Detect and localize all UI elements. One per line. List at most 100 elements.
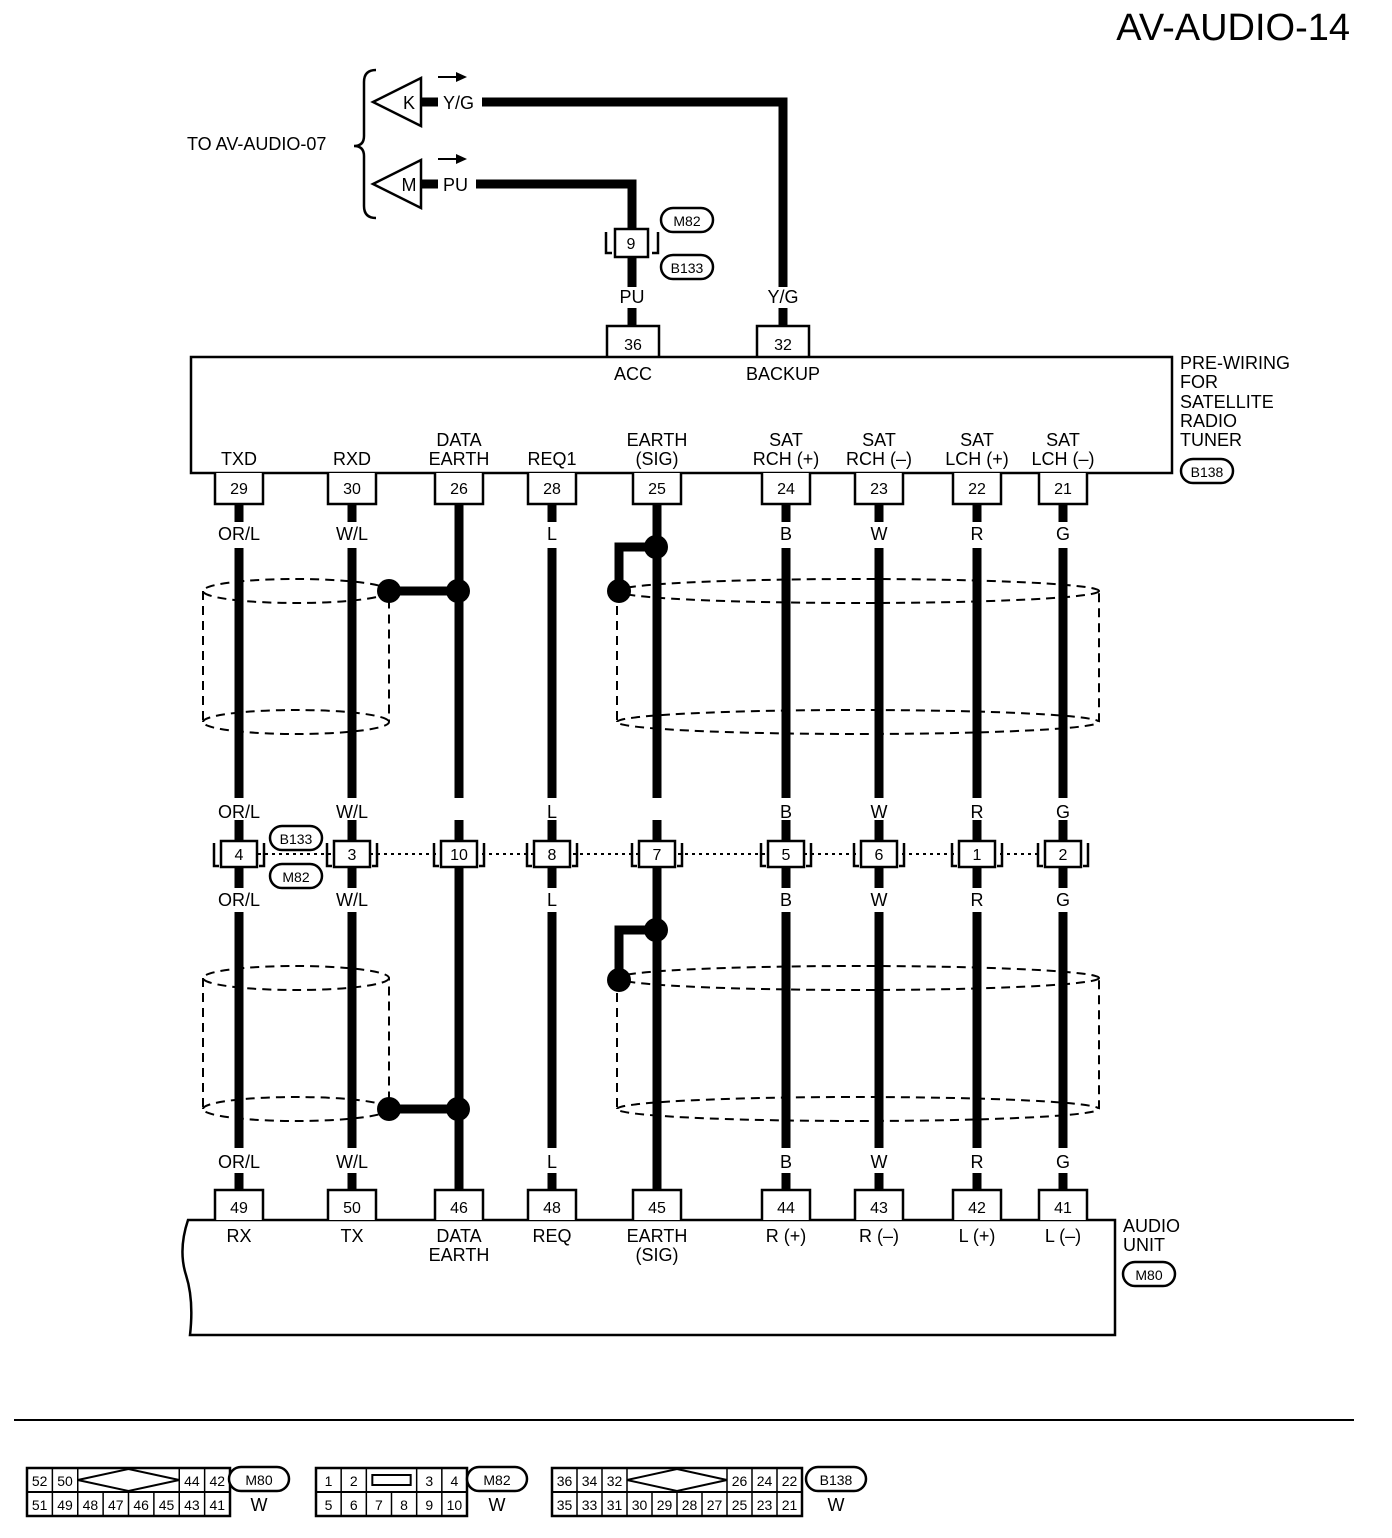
legend-pin: 4 [451, 1473, 459, 1489]
audio-unit-pin: 45 [631, 1188, 683, 1220]
tuner-terminal-name: TXD [221, 449, 257, 469]
tuner-pin: 28 [526, 473, 578, 506]
feed-m-letter: M [402, 175, 417, 195]
wire-color-label: W [871, 890, 888, 910]
svg-text:B138: B138 [1191, 464, 1224, 480]
svg-text:4: 4 [235, 847, 244, 864]
brace [353, 68, 377, 220]
legend-pin: 25 [732, 1497, 748, 1513]
legend-pin: 22 [782, 1473, 798, 1489]
shield-lower-left [202, 965, 390, 1122]
audio-terminal-name: R (+) [766, 1226, 807, 1246]
legend-pin: 49 [57, 1497, 73, 1513]
legend-pin: 29 [657, 1497, 673, 1513]
legend-pin: 48 [83, 1497, 99, 1513]
wire-color-label: W [871, 802, 888, 822]
svg-text:26: 26 [450, 481, 468, 498]
legend-pin: 45 [159, 1497, 175, 1513]
splice-dot [644, 535, 668, 559]
connector-key-icon [626, 1467, 728, 1493]
svg-text:M82: M82 [673, 213, 700, 229]
tuner-terminal-name: SAT [960, 430, 994, 450]
backup-label: BACKUP [746, 364, 820, 384]
legend-pin: 21 [782, 1497, 798, 1513]
connector-color: W [489, 1495, 506, 1515]
svg-text:5: 5 [782, 847, 791, 864]
connector-badge-m82: M82 [268, 862, 324, 890]
svg-text:48: 48 [543, 1200, 561, 1217]
legend-pin: 24 [757, 1473, 773, 1489]
wire-color-label: R [971, 524, 984, 544]
tuner-pin: 25 [631, 473, 683, 506]
legend-pin: 1 [325, 1473, 333, 1489]
splice-dot [607, 968, 631, 992]
shield-upper-left [202, 578, 390, 735]
shield-lower-right [616, 965, 1100, 1122]
wire-color-label: W [871, 524, 888, 544]
tuner-terminal-name: LCH (–) [1031, 449, 1094, 469]
legend-pin: 32 [607, 1473, 623, 1489]
joint-pin: 4 [212, 839, 266, 869]
connector-badge-m82: M82 [659, 206, 715, 234]
tuner-pin: 26 [433, 473, 485, 506]
tuner-terminal-name: SAT [862, 430, 896, 450]
splice-dot [377, 579, 401, 603]
wire-color-label: W [871, 1152, 888, 1172]
audio-unit-pin: 44 [760, 1188, 812, 1220]
legend-pin: 5 [325, 1497, 333, 1513]
audio-unit-label: AUDIO UNIT [1123, 1216, 1180, 1255]
wire-color-label: G [1056, 802, 1070, 822]
audio-unit-pin: 48 [526, 1188, 578, 1220]
tuner-pin: 24 [760, 473, 812, 506]
svg-text:42: 42 [968, 1200, 986, 1217]
svg-text:32: 32 [774, 337, 792, 354]
svg-text:30: 30 [343, 481, 361, 498]
svg-text:B138: B138 [820, 1472, 853, 1488]
svg-text:UNIT: UNIT [1123, 1235, 1165, 1255]
svg-text:2: 2 [1059, 847, 1068, 864]
audio-terminal-name: REQ [532, 1226, 571, 1246]
arrow-right-icon [438, 72, 467, 82]
svg-text:B133: B133 [280, 831, 313, 847]
legend-pin: 52 [32, 1473, 48, 1489]
legend-pin: 41 [210, 1497, 226, 1513]
wire-color-label: G [1056, 890, 1070, 910]
joint-pin: 3 [325, 839, 379, 869]
legend-pin: 28 [682, 1497, 698, 1513]
svg-text:22: 22 [968, 481, 986, 498]
wire-color-label: L [547, 1152, 557, 1172]
wire-color-label: W/L [336, 802, 368, 822]
legend-pin: 27 [707, 1497, 723, 1513]
svg-text:M80: M80 [245, 1472, 272, 1488]
tuner-terminal-name: EARTH [627, 430, 688, 450]
tuner-terminal-name: RXD [333, 449, 371, 469]
connector-key-icon [77, 1467, 180, 1493]
svg-text:M82: M82 [282, 869, 309, 885]
svg-text:FOR: FOR [1180, 372, 1218, 392]
audio-terminal-name: L (–) [1045, 1226, 1081, 1246]
svg-text:B133: B133 [671, 260, 704, 276]
tuner-terminal-name: (SIG) [636, 449, 679, 469]
legend-pin: 23 [757, 1497, 773, 1513]
connector-badge-b133: B133 [659, 253, 715, 281]
wire-color-label: L [547, 890, 557, 910]
svg-text:50: 50 [343, 1200, 361, 1217]
tuner-terminal-name: SAT [1046, 430, 1080, 450]
audio-terminal-name: L (+) [959, 1226, 996, 1246]
tuner-terminal-name: RCH (–) [846, 449, 912, 469]
tuner-terminal-name: RCH (+) [753, 449, 820, 469]
legend-pin: 46 [133, 1497, 149, 1513]
pin-36: 36 [605, 324, 661, 357]
legend-pin: 44 [184, 1473, 200, 1489]
joint-pin: 5 [759, 839, 813, 869]
joint-pin: 6 [852, 839, 906, 869]
audio-unit-box [181, 1218, 1117, 1337]
connector-badge-b133: B133 [268, 824, 324, 852]
svg-text:44: 44 [777, 1200, 795, 1217]
acc-label: ACC [614, 364, 652, 384]
